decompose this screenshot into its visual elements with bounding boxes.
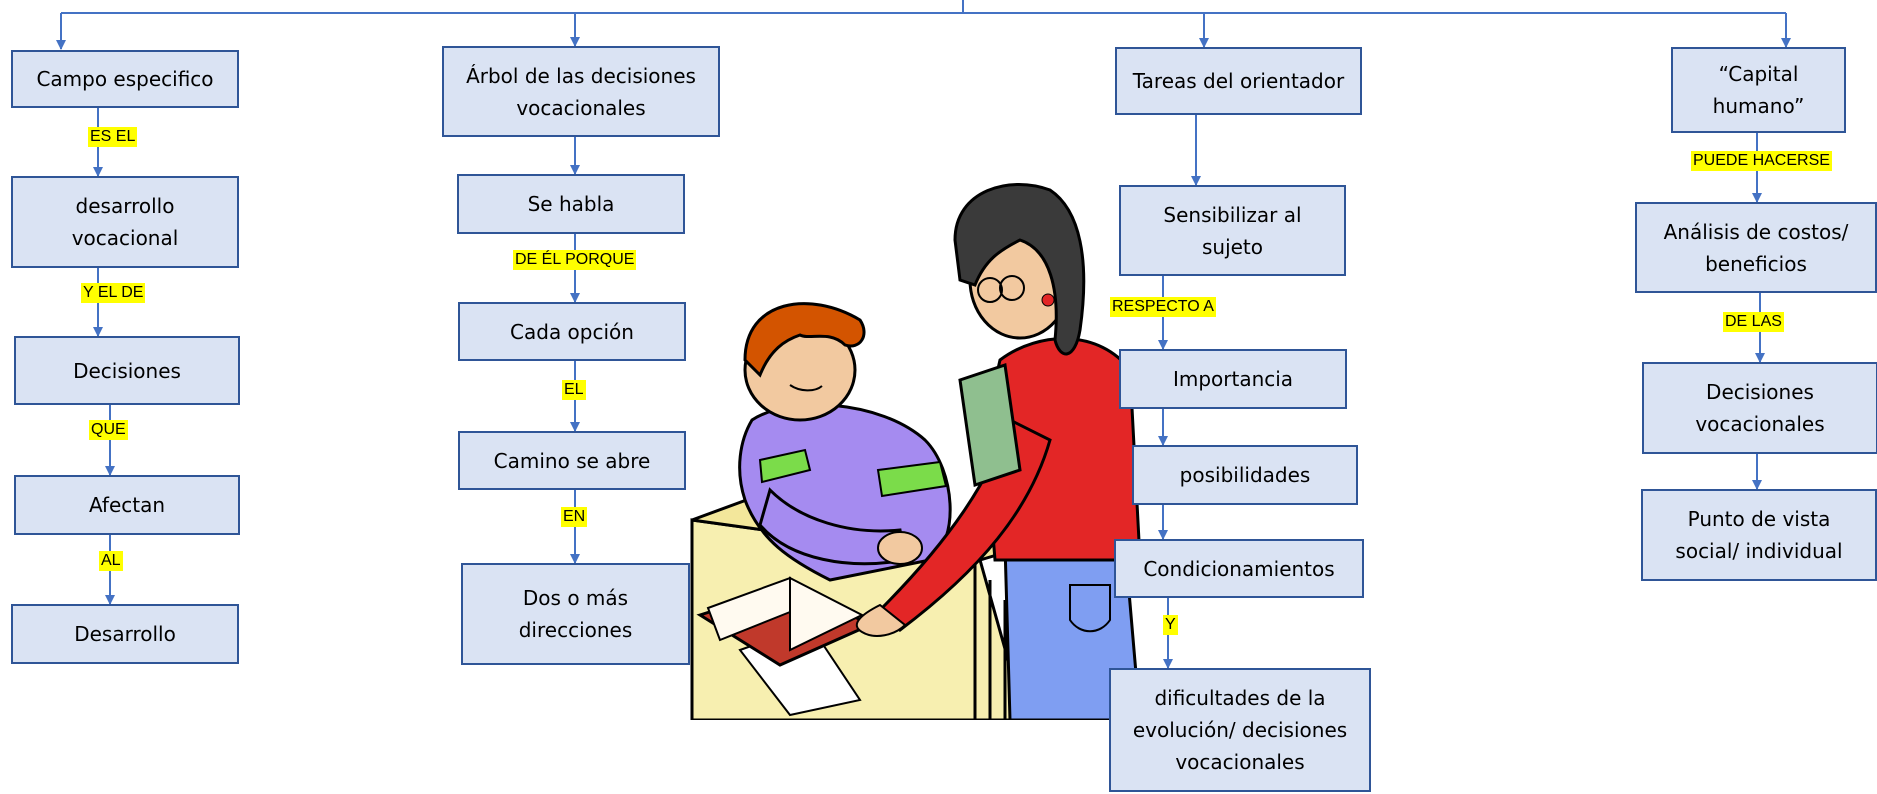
label-y: Y — [1163, 615, 1178, 635]
node-decisiones: Decisiones — [14, 336, 240, 405]
teacher-helping-student-illustration — [690, 182, 1142, 720]
node-afectan: Afectan — [14, 475, 240, 535]
node-camino-se-abre: Camino se abre — [458, 431, 686, 490]
node-dificultades-evolucion: dificultades de la evolución/ decisiones… — [1109, 668, 1371, 792]
node-dos-o-mas-direcciones: Dos o más direcciones — [461, 563, 690, 665]
label-puede-hacerse: PUEDE HACERSE — [1691, 151, 1832, 171]
node-punto-de-vista: Punto de vista social/ individual — [1641, 489, 1877, 581]
node-capital-humano: “Capital humano” — [1671, 47, 1846, 133]
node-desarrollo-vocacional: desarrollo vocacional — [11, 176, 239, 268]
label-al: AL — [99, 551, 123, 571]
label-respecto-a: RESPECTO A — [1110, 297, 1216, 317]
node-tareas-orientador: Tareas del orientador — [1115, 47, 1362, 115]
node-importancia: Importancia — [1119, 349, 1347, 409]
label-y-el-de: Y EL DE — [81, 283, 146, 303]
node-sensibilizar-sujeto: Sensibilizar al sujeto — [1119, 185, 1346, 276]
label-el: EL — [562, 380, 586, 400]
label-de-las: DE LAS — [1723, 312, 1784, 332]
node-desarrollo: Desarrollo — [11, 604, 239, 664]
node-analisis-costos: Análisis de costos/ beneficios — [1635, 202, 1877, 293]
node-arbol-decisiones: Árbol de las decisiones vocacionales — [442, 46, 720, 137]
node-se-habla: Se habla — [457, 174, 685, 234]
label-que: QUE — [89, 420, 128, 440]
label-de-el-porque: DE ÉL PORQUE — [513, 250, 637, 270]
node-condicionamientos: Condicionamientos — [1114, 539, 1364, 598]
node-decisiones-vocacionales: Decisiones vocacionales — [1642, 362, 1877, 454]
node-posibilidades: posibilidades — [1132, 445, 1358, 505]
node-cada-opcion: Cada opción — [458, 302, 686, 361]
label-es-el: ES EL — [88, 127, 138, 147]
label-en: EN — [561, 507, 588, 527]
node-campo-especifico: Campo especifico — [11, 50, 239, 108]
